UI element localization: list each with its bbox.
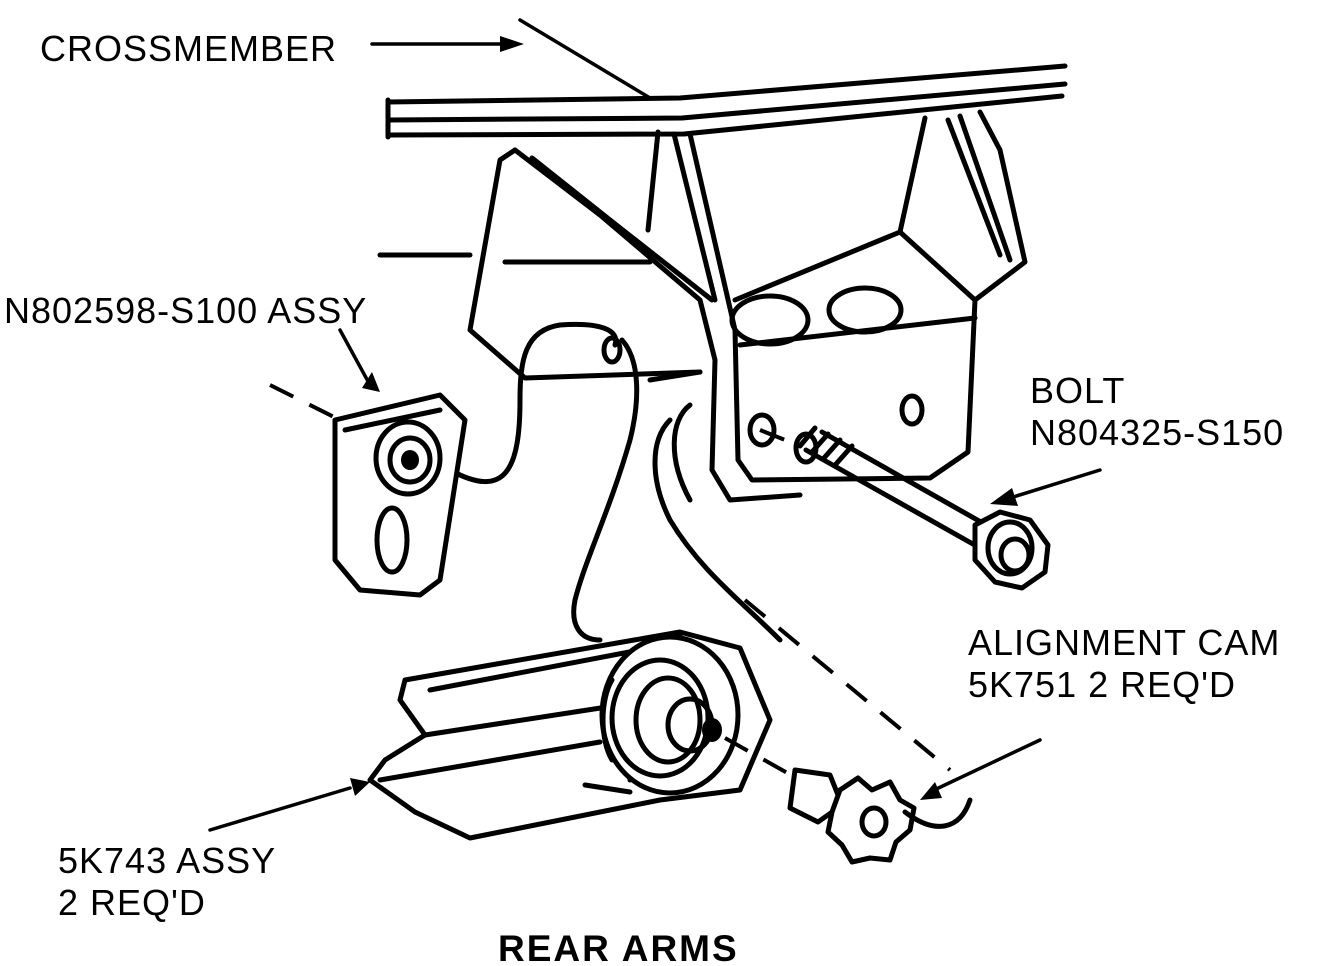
5k743-assy-label-line1: 5K743 ASSY: [58, 840, 277, 881]
bolt-label: BOLT N804325-S150: [1030, 370, 1284, 454]
rear-arm-5k743: [208, 629, 801, 841]
bolt-label-line2: N804325-S150: [1030, 412, 1285, 453]
bolt: [759, 425, 1051, 591]
5k743-assy-label-line2: 2 REQ'D: [58, 882, 206, 923]
crossmember: [385, 18, 1068, 140]
alignment-cam-label-line2: 5K751 2 REQ'D: [968, 664, 1237, 705]
n802598-assy-label: N802598-S100 ASSY: [4, 290, 368, 331]
alignment-cam-label-line1: ALIGNMENT CAM: [968, 622, 1281, 663]
leader-arrows: [370, 36, 1102, 506]
crossmember-label: CROSSMEMBER: [40, 28, 338, 69]
bolt-label-line1: BOLT: [1030, 370, 1126, 411]
n802598-plate: [269, 328, 468, 598]
bracket: [377, 109, 1028, 503]
alignment-cam-label: ALIGNMENT CAM 5K751 2 REQ'D: [968, 622, 1280, 706]
5k743-assy-label: 5K743 ASSY 2 REQ'D: [58, 840, 276, 924]
alignment-cam: [743, 598, 1042, 865]
diagram-caption: REAR ARMS: [498, 928, 739, 966]
bracket-curves: [447, 321, 783, 643]
